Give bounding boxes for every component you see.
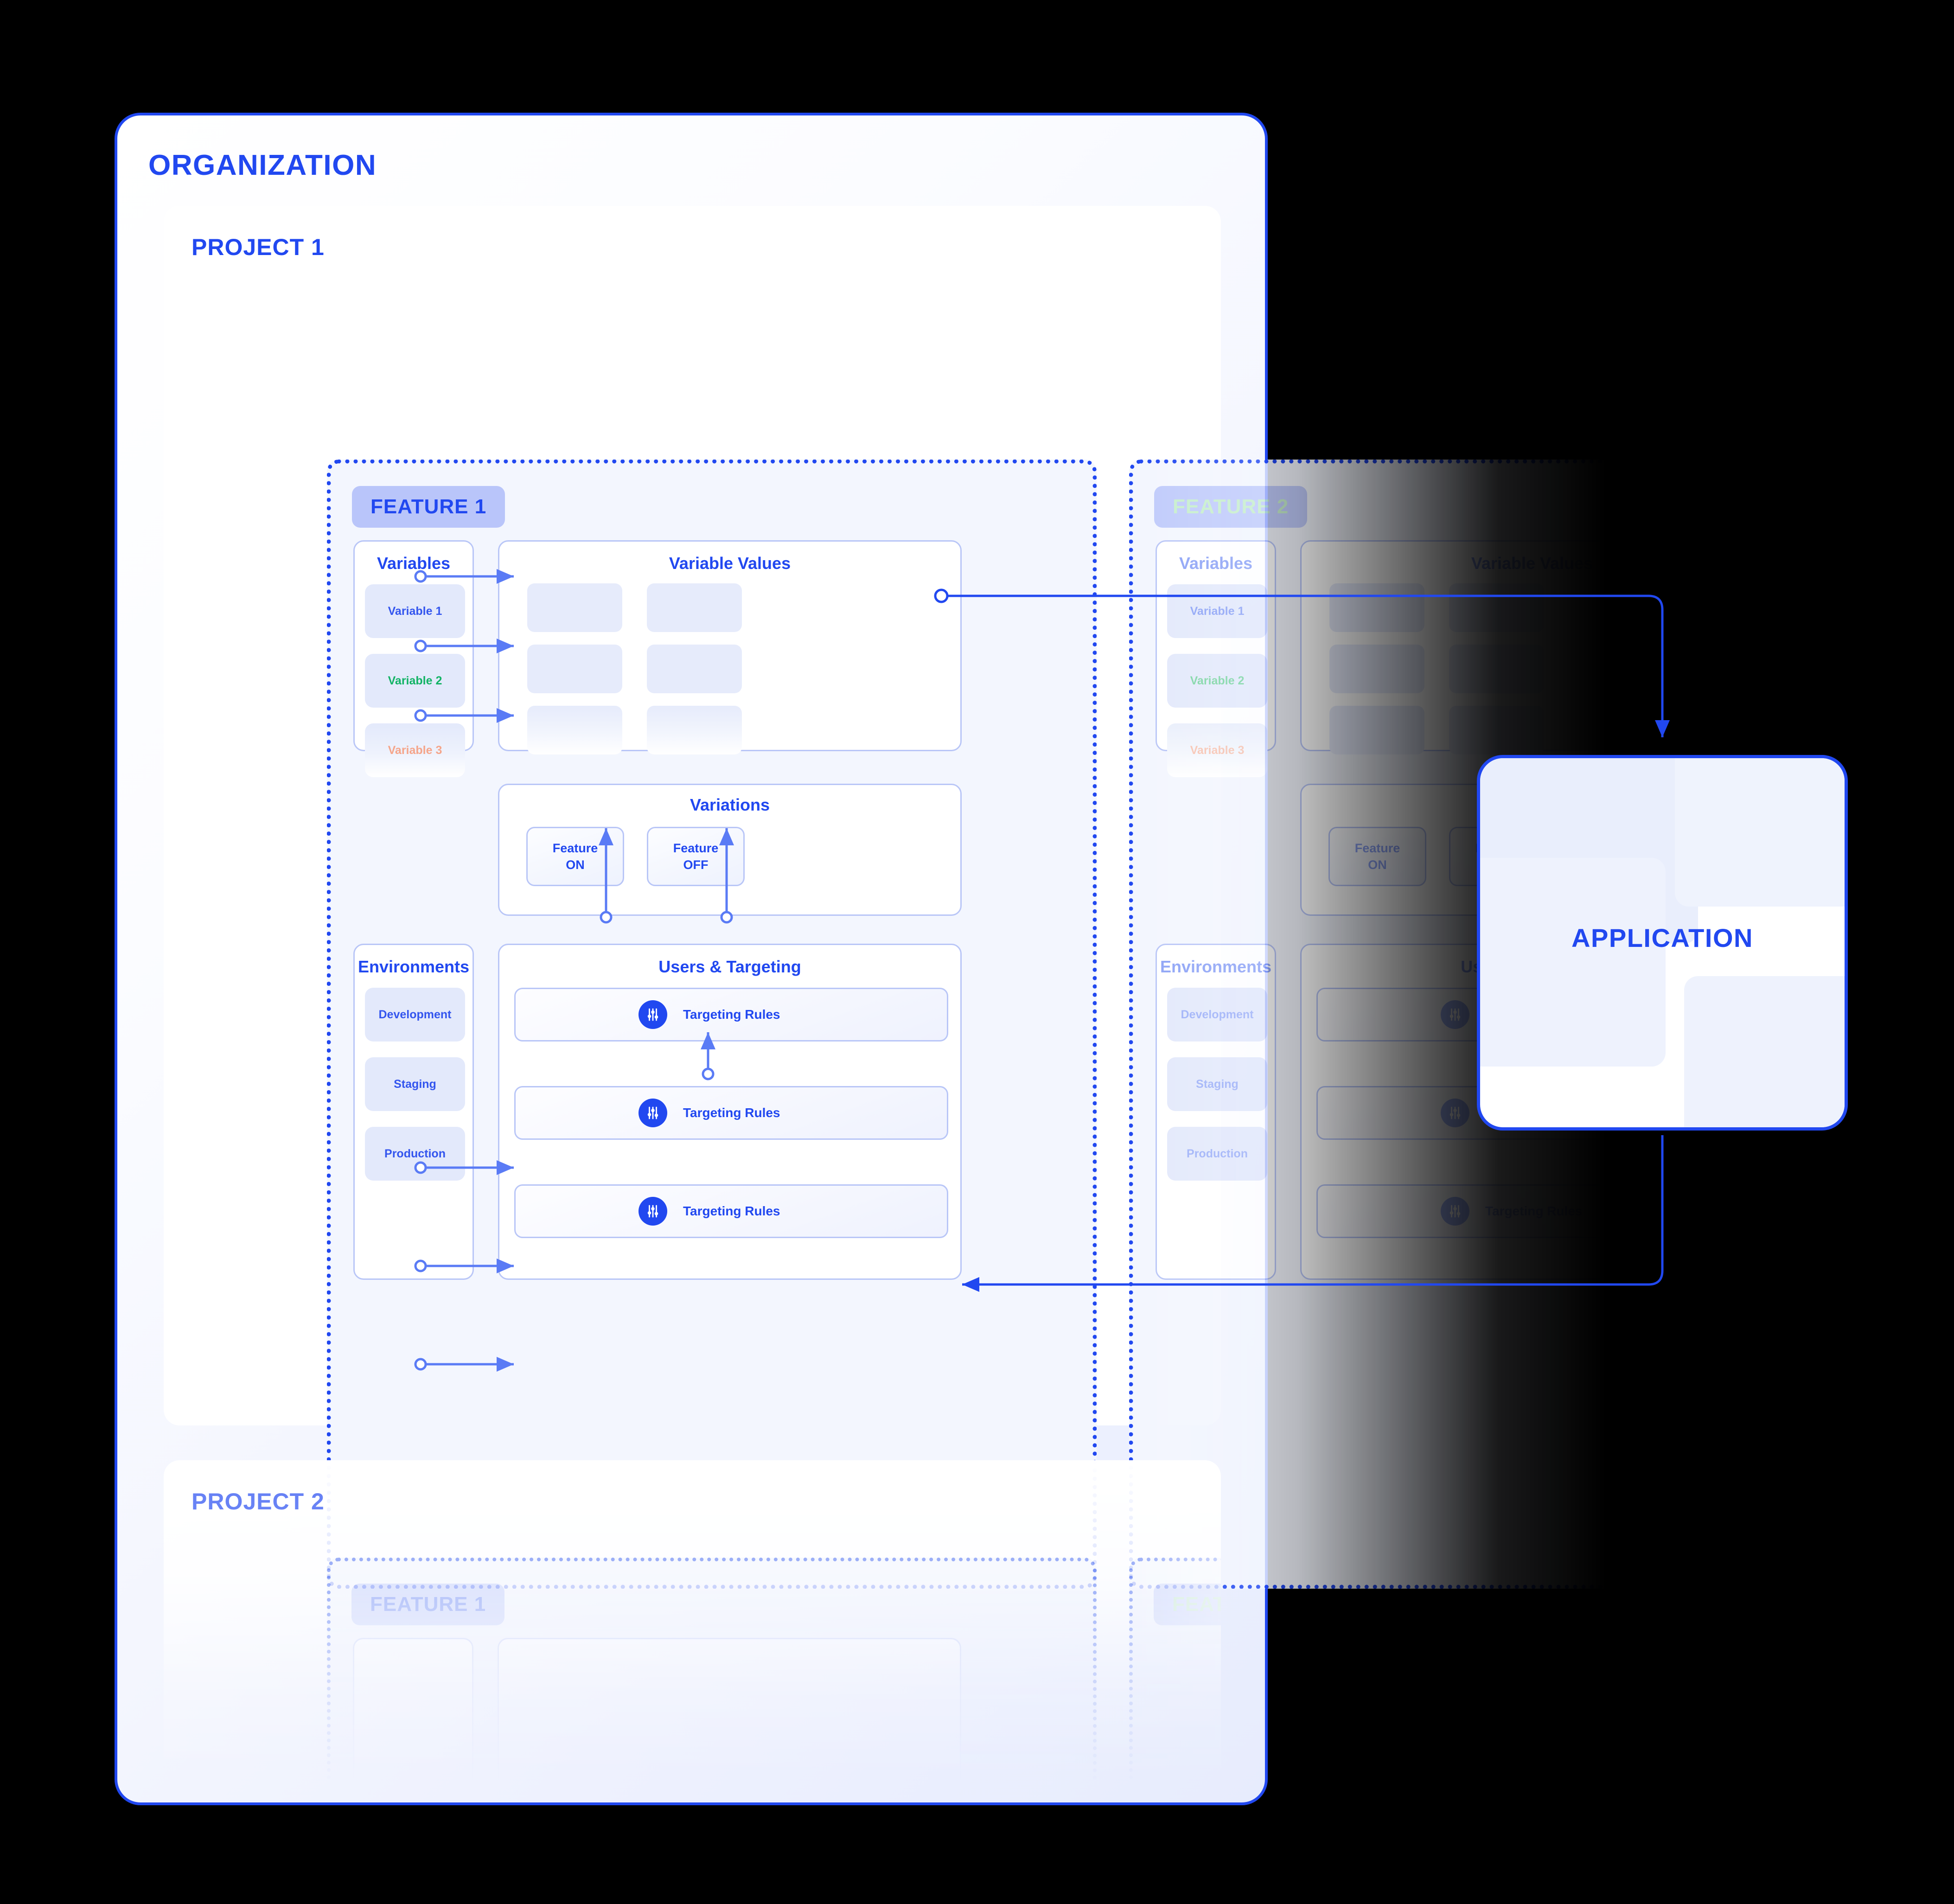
variable-chip-1-label: Variable 1 xyxy=(1190,604,1245,618)
targeting-rules-label-staging: Targeting Rules xyxy=(683,1105,780,1120)
variation-on-line2: ON xyxy=(1368,858,1387,872)
feature-1-variations-panel: Variations Feature ON Feature OFF xyxy=(498,784,962,916)
sliders-icon xyxy=(639,1099,667,1127)
project-2-variable-values-panel xyxy=(498,1638,961,1833)
value-cell-2-2[interactable] xyxy=(647,645,742,693)
environment-chip-production[interactable]: Production xyxy=(365,1127,465,1181)
environment-development-label: Development xyxy=(1181,1008,1254,1021)
feature-2-variable-values-panel: Variable Values xyxy=(1300,540,1764,754)
variable-chip-3-label: Variable 3 xyxy=(388,743,442,757)
project-2-card: PROJECT 2 FEATURE 1 FEATURE 2 xyxy=(164,1460,1899,1833)
project-2-feature-2-badge[interactable]: FEATURE 2 xyxy=(1154,1584,1307,1625)
project-2-feature-1-badge[interactable]: FEATURE 1 xyxy=(351,1584,505,1625)
variation-off-line2: OFF xyxy=(683,858,709,872)
environment-production-label: Production xyxy=(384,1147,446,1160)
feature-1-variable-values-panel: Variable Values xyxy=(498,540,962,754)
variable-chip-2-label: Variable 2 xyxy=(388,674,442,687)
targeting-rules-row-production[interactable]: Targeting Rules xyxy=(514,1184,948,1238)
variable-chip-1[interactable]: Variable 1 xyxy=(1167,584,1267,638)
project-2-feature-2-container[interactable]: FEATURE 2 xyxy=(1129,1558,1899,1808)
project-2-title: PROJECT 2 xyxy=(192,1489,325,1514)
value-cell-3-1[interactable] xyxy=(1329,706,1424,754)
feature-1-badge[interactable]: FEATURE 1 xyxy=(352,486,505,528)
variables-panel-title: Variables xyxy=(377,554,451,573)
users-targeting-panel-title: Users & Targeting xyxy=(658,957,801,976)
targeting-rules-row-development[interactable]: Targeting Rules xyxy=(514,988,948,1041)
targeting-rules-label-production: Targeting Rules xyxy=(683,1204,780,1218)
sliders-icon xyxy=(1441,1099,1469,1127)
value-cell-1-1[interactable] xyxy=(1329,583,1424,632)
value-cell-3-2[interactable] xyxy=(1449,706,1544,754)
variation-on-line1: Feature xyxy=(1354,841,1400,855)
variation-card-feature-on[interactable]: Feature ON xyxy=(1328,827,1426,886)
environment-production-label: Production xyxy=(1187,1147,1248,1160)
application-deco-shape-3 xyxy=(1480,858,1666,1067)
variable-chip-1-label: Variable 1 xyxy=(388,604,442,618)
variable-chip-3-label: Variable 3 xyxy=(1190,743,1245,757)
environment-staging-label: Staging xyxy=(1196,1077,1239,1091)
variable-chip-2[interactable]: Variable 2 xyxy=(1167,654,1267,708)
environment-chip-staging[interactable]: Staging xyxy=(365,1057,465,1111)
targeting-rules-label-development: Targeting Rules xyxy=(683,1007,780,1022)
value-cell-1-2[interactable] xyxy=(647,583,742,632)
environment-chip-development[interactable]: Development xyxy=(365,988,465,1041)
environment-chip-production[interactable]: Production xyxy=(1167,1127,1267,1181)
application-deco-shape-2 xyxy=(1675,758,1845,907)
value-cell-1-1[interactable] xyxy=(527,583,622,632)
organization-card: ORGANIZATION PROJECT 1 FEATURE 1 Variabl… xyxy=(115,113,1899,1833)
targeting-rules-label-production: Targeting Rules xyxy=(1485,1204,1583,1218)
variation-on-line2: ON xyxy=(566,858,585,872)
targeting-rules-row-production[interactable]: Targeting Rules xyxy=(1316,1184,1750,1238)
value-cell-1-2[interactable] xyxy=(1449,583,1544,632)
organization-title: ORGANIZATION xyxy=(148,149,377,181)
variable-chip-2-label: Variable 2 xyxy=(1190,674,1245,687)
variation-on-line1: Feature xyxy=(552,841,598,855)
variable-chip-3[interactable]: Variable 3 xyxy=(365,723,465,777)
value-cell-2-2[interactable] xyxy=(1449,645,1544,693)
environments-panel-title: Environments xyxy=(1160,957,1272,976)
variation-off-line1: Feature xyxy=(673,841,719,855)
feature-2-environments-panel: Environments Development Staging Product… xyxy=(1156,944,1276,1280)
project-2-feature-1-container[interactable]: FEATURE 1 xyxy=(327,1558,1097,1833)
value-cell-3-1[interactable] xyxy=(527,706,622,754)
variable-values-panel-title: Variable Values xyxy=(669,554,791,573)
variation-card-feature-off[interactable]: Feature OFF xyxy=(647,827,745,886)
variable-chip-3[interactable]: Variable 3 xyxy=(1167,723,1267,777)
value-cell-2-1[interactable] xyxy=(1329,645,1424,693)
variable-chip-1[interactable]: Variable 1 xyxy=(365,584,465,638)
variation-card-feature-on[interactable]: Feature ON xyxy=(526,827,624,886)
environment-development-label: Development xyxy=(378,1008,452,1021)
application-card[interactable]: APPLICATION xyxy=(1477,755,1848,1131)
project-2-variables-panel xyxy=(353,1638,473,1833)
application-title: APPLICATION xyxy=(1571,923,1753,952)
sliders-icon xyxy=(639,1000,667,1029)
value-cell-3-2[interactable] xyxy=(647,706,742,754)
environment-chip-development[interactable]: Development xyxy=(1167,988,1267,1041)
feature-2-variables-panel: Variables Variable 1 Variable 2 Variable… xyxy=(1156,540,1276,777)
variable-chip-2[interactable]: Variable 2 xyxy=(365,654,465,708)
value-cell-2-1[interactable] xyxy=(527,645,622,693)
targeting-rules-row-staging[interactable]: Targeting Rules xyxy=(514,1086,948,1140)
variations-panel-title: Variations xyxy=(690,795,770,814)
sliders-icon xyxy=(1441,1000,1469,1029)
feature-1-container[interactable]: FEATURE 1 Variables Variable 1 Variable … xyxy=(327,460,1097,1589)
sliders-icon xyxy=(639,1197,667,1226)
feature-1-variables-panel: Variables Variable 1 Variable 2 Variable… xyxy=(353,540,474,777)
feature-1-users-targeting-panel: Users & Targeting Targeting Rules Target… xyxy=(498,944,962,1280)
sliders-icon xyxy=(1441,1197,1469,1226)
feature-2-badge[interactable]: FEATURE 2 xyxy=(1154,486,1308,528)
environments-panel-title: Environments xyxy=(358,957,470,976)
variable-values-panel-title: Variable Values xyxy=(1471,554,1593,573)
variables-panel-title: Variables xyxy=(1179,554,1253,573)
application-deco-shape-4 xyxy=(1684,976,1845,1127)
environment-staging-label: Staging xyxy=(394,1077,436,1091)
feature-1-environments-panel: Environments Development Staging Product… xyxy=(353,944,474,1280)
project-1-title: PROJECT 1 xyxy=(192,234,325,260)
environment-chip-staging[interactable]: Staging xyxy=(1167,1057,1267,1111)
